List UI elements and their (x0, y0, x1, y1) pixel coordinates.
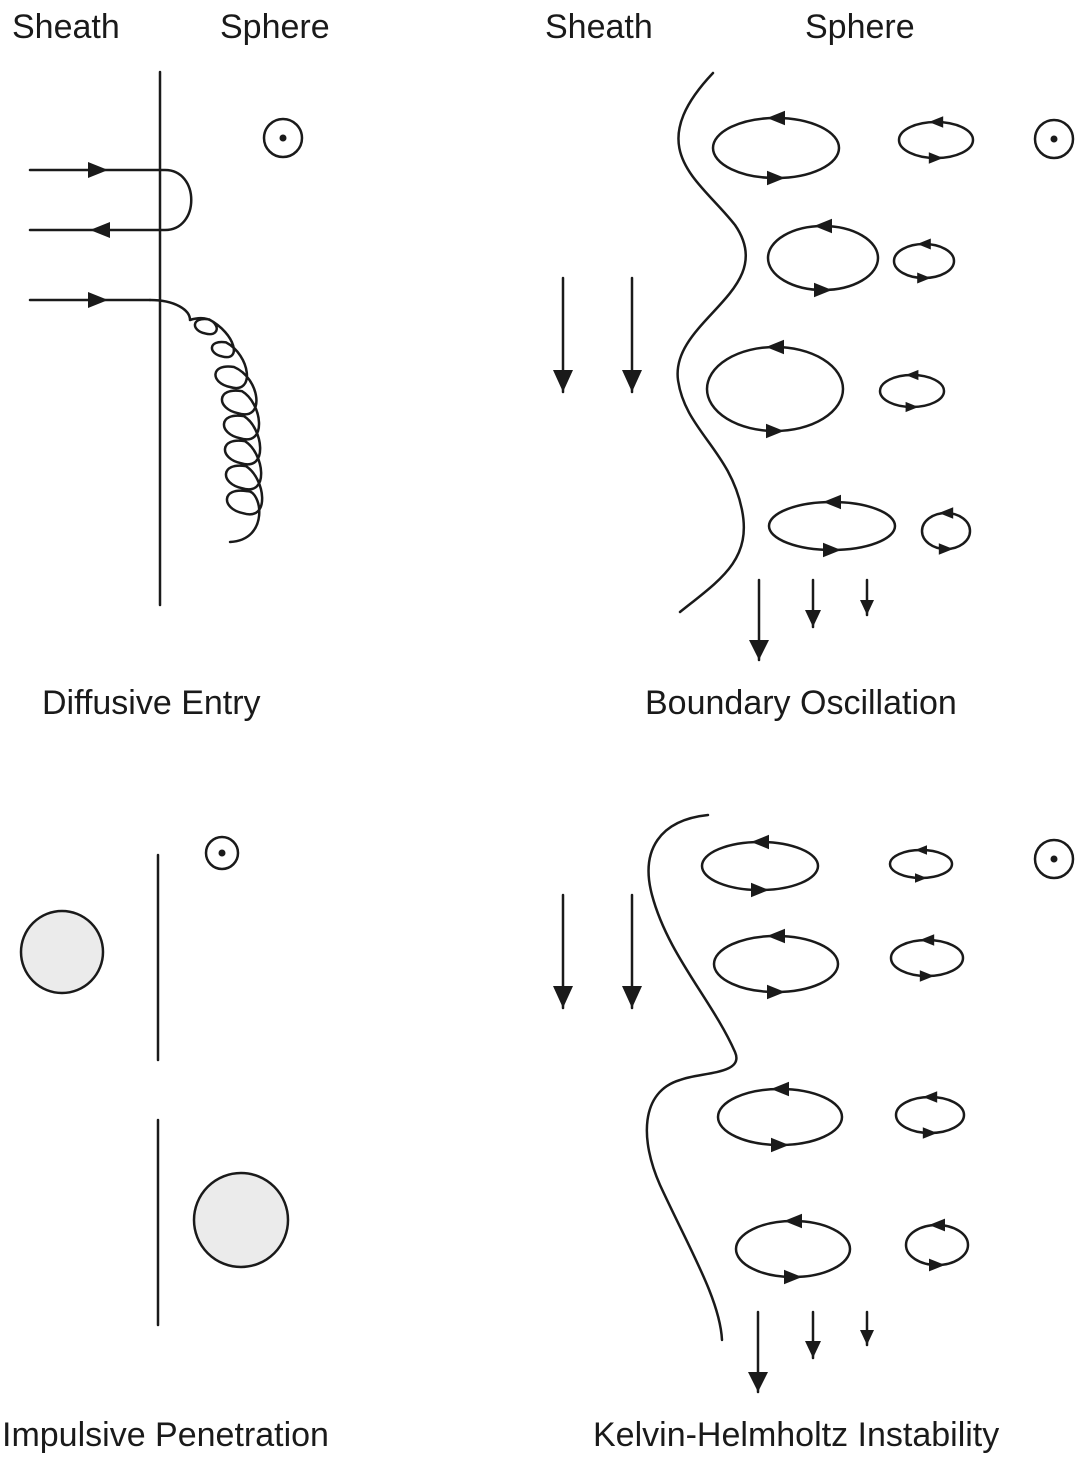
vortex-arrowhead (917, 272, 931, 284)
vortex-arrowhead (928, 116, 944, 128)
vortex-arrowhead (751, 834, 769, 850)
left-sheath-label: Sheath (12, 8, 120, 46)
right-sheath-label: Sheath (545, 8, 653, 46)
vortex-arrowhead (814, 218, 832, 234)
vortex-arrowhead (905, 401, 919, 413)
vortex-arrowhead (751, 882, 769, 898)
vortex-icon (712, 934, 840, 994)
vortex-icon (920, 511, 972, 551)
flow-arrow-icon (553, 893, 874, 1394)
vortex-arrowhead (915, 845, 927, 855)
vortex-icon (716, 1087, 844, 1147)
vortex-arrowhead (919, 970, 935, 982)
field-out-of-page-icon (1033, 118, 1075, 160)
vortex-icon (892, 242, 956, 280)
plasma-blob-icon (192, 1171, 290, 1269)
flow-arrow-icon (553, 276, 874, 662)
plasma-blob-icon (19, 909, 105, 995)
vortex-arrowhead (814, 282, 832, 298)
vortex-arrowhead (938, 507, 954, 519)
field-out-of-page-icon (204, 835, 240, 871)
vortex-arrowhead (771, 1137, 789, 1153)
vortex-arrowhead (766, 339, 784, 355)
panel-impulsive-penetration (19, 835, 290, 1327)
right-sphere-label: Sphere (805, 8, 915, 46)
reflected-particle-path (28, 168, 193, 232)
vortex-arrowhead (929, 1218, 945, 1232)
vortex-icon (700, 840, 820, 892)
vortex-arrowhead (771, 1081, 789, 1097)
vortex-icon (734, 1219, 852, 1279)
vortex-arrowhead (922, 1091, 938, 1103)
vortex-icon (889, 938, 965, 978)
vortex-arrowhead (929, 1258, 945, 1272)
caption-kelvin-helmholtz: Kelvin-Helmholtz Instability (593, 1416, 1000, 1454)
vortex-arrowhead (784, 1269, 802, 1285)
vortex-arrowhead (767, 928, 785, 944)
vortex-icon (897, 120, 975, 160)
vortex-arrowhead (823, 494, 841, 510)
vortex-arrowhead (823, 542, 841, 558)
panel-diffusive-entry (28, 70, 304, 607)
vortex-icon (878, 373, 946, 409)
vortex-arrowhead (917, 238, 931, 250)
vortex-icon (705, 345, 845, 433)
vortex-arrowhead (767, 170, 785, 186)
panel-kelvin-helmholtz (553, 813, 1075, 1394)
caption-boundary-oscillation: Boundary Oscillation (645, 684, 957, 722)
vortex-arrowhead (938, 543, 954, 555)
vortex-arrowhead (784, 1213, 802, 1229)
vortex-arrowhead (915, 873, 927, 883)
vortex-arrowhead (767, 110, 785, 126)
vortex-arrowhead (766, 423, 784, 439)
left-sphere-label: Sphere (220, 8, 330, 46)
caption-impulsive-penetration: Impulsive Penetration (2, 1416, 329, 1454)
vortex-icon (767, 500, 897, 552)
vortex-arrowhead (922, 1127, 938, 1139)
caption-diffusive-entry: Diffusive Entry (42, 684, 261, 722)
kelvin-helmholtz-boundary (645, 813, 738, 1342)
path-arrowheads (88, 162, 110, 308)
panel-boundary-oscillation (553, 71, 1075, 662)
vortex-icon (904, 1223, 970, 1267)
oscillating-boundary (676, 71, 748, 614)
field-out-of-page-icon (262, 117, 304, 159)
vortex-icon (894, 1095, 966, 1135)
vortex-arrowhead (767, 984, 785, 1000)
vortex-arrowhead (928, 152, 944, 164)
gyration-spiral (148, 298, 264, 544)
vortex-icon (888, 848, 954, 880)
field-out-of-page-icon (1033, 838, 1075, 880)
vortex-icon (711, 116, 841, 180)
vortex-icon (766, 224, 880, 292)
vortex-arrowhead (905, 369, 919, 381)
vortex-arrowhead (919, 934, 935, 946)
